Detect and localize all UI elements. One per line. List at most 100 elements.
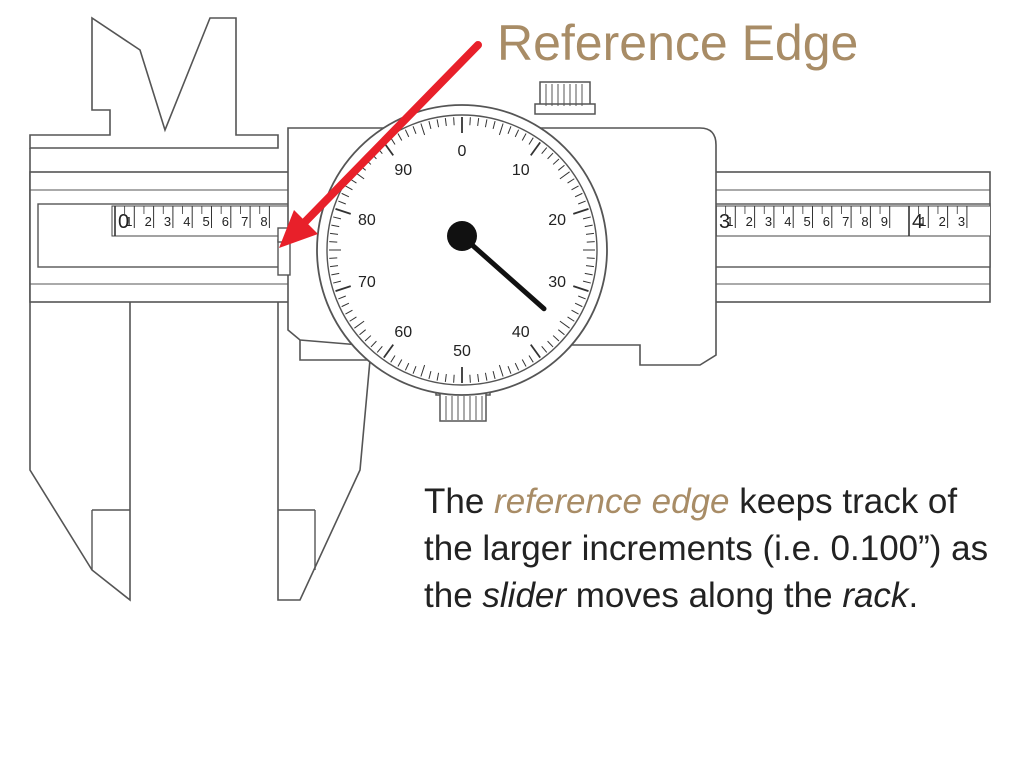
dial-tick [586, 241, 595, 243]
dial-tick [492, 370, 496, 379]
rack-minor-label: 9 [881, 214, 888, 229]
dial-tick [331, 224, 340, 228]
rack-minor-label: 7 [241, 214, 248, 229]
rack-minor-label: 5 [203, 214, 210, 229]
caption-highlight: reference edge [494, 482, 730, 521]
rack-minor-label: 1 [726, 214, 733, 229]
dial-tick [329, 265, 339, 268]
dial-tick [364, 335, 372, 342]
dial-tick [498, 364, 504, 377]
dial-needle [459, 233, 547, 312]
dial-tick [492, 121, 496, 130]
fixed-jaw-upper [29, 16, 279, 149]
dial-tick [345, 309, 353, 315]
rack-minor-label: 3 [765, 214, 772, 229]
dial-tick [507, 126, 512, 134]
dial-tick [335, 208, 352, 215]
dial-tick [376, 345, 383, 353]
dial-tick [567, 178, 575, 184]
dial-label: 50 [453, 343, 471, 360]
dial-tick [477, 373, 480, 383]
dial-tick [345, 185, 353, 191]
dial-tick [571, 185, 579, 191]
dial-label: 40 [512, 324, 530, 341]
dial-tick [585, 265, 595, 268]
rack-minor-label: 6 [222, 214, 229, 229]
thumb-wheel-icon [534, 81, 596, 115]
dial-tick [436, 372, 440, 381]
dial-tick [453, 117, 455, 126]
dial-tick [383, 344, 394, 359]
dial-tick [585, 232, 595, 235]
dial-tick [370, 340, 377, 348]
dial-tick [574, 192, 583, 198]
dial-tick [477, 117, 480, 127]
dial-tick [453, 374, 455, 383]
dial-tick [333, 216, 342, 220]
dial-tick [349, 316, 357, 322]
dial-tick [528, 355, 534, 363]
dial-tick [335, 285, 352, 292]
dial-tick [412, 366, 417, 374]
rack-minor-label: 4 [183, 214, 190, 229]
dial-tick [397, 359, 403, 367]
caption-text: The [424, 482, 495, 521]
dial-tick [584, 224, 593, 228]
rack-minor-label: 1 [125, 214, 132, 229]
dial-tick [557, 164, 565, 171]
dial-label: 70 [358, 274, 376, 291]
dial-tick [541, 345, 548, 353]
dial-tick [329, 257, 338, 259]
dial-hub [447, 221, 477, 251]
rack-scale-strip [715, 205, 990, 237]
dial-tick [586, 257, 595, 259]
red-pointer-arrow [279, 41, 482, 248]
dial-tick [552, 158, 560, 165]
dial-tick [559, 320, 570, 329]
rack-minor-label: 8 [861, 214, 868, 229]
dial-tick [469, 117, 471, 126]
dial-tick [552, 335, 560, 342]
caption-text: . [908, 576, 919, 615]
caption-text: moves along the [566, 576, 843, 615]
dial-tick [412, 126, 417, 134]
rack-minor-label: 1 [919, 214, 926, 229]
dial-tick [341, 302, 350, 308]
title: Reference Edge [497, 15, 859, 71]
dial-tick [528, 137, 534, 145]
rack-minor-label: 4 [784, 214, 791, 229]
dial-tick [329, 241, 338, 243]
dial-label: 0 [458, 143, 467, 160]
dial-tick [469, 374, 471, 383]
dial-tick [521, 133, 527, 141]
dial-tick [420, 364, 426, 377]
dial-tick [428, 370, 432, 379]
dial-tick [484, 119, 488, 128]
dial-tick [572, 208, 589, 215]
dial-label: 20 [548, 212, 566, 229]
dial-tick [338, 295, 346, 300]
dial-tick [582, 216, 591, 220]
dial-tick [331, 272, 340, 276]
rack-minor-label: 3 [958, 214, 965, 229]
rack-minor-label: 2 [145, 214, 152, 229]
dial-tick [484, 372, 488, 381]
dial-tick [547, 152, 554, 160]
dial-tick [567, 316, 575, 322]
dial-tick [578, 200, 586, 205]
dial-label: 10 [512, 162, 530, 179]
caption-rack: rack [842, 576, 909, 615]
dial-tick [329, 232, 339, 235]
dial-tick [574, 302, 583, 308]
dial-tick [444, 117, 447, 127]
dial-label: 60 [394, 324, 412, 341]
dial-tick [530, 344, 541, 359]
dial-tick [541, 147, 548, 155]
dial-tick [582, 280, 591, 284]
rack-major-label: 0 [118, 211, 129, 233]
rack-major-label: 3 [719, 211, 730, 233]
caption-slider: slider [482, 576, 567, 615]
dial-tick [444, 373, 447, 383]
